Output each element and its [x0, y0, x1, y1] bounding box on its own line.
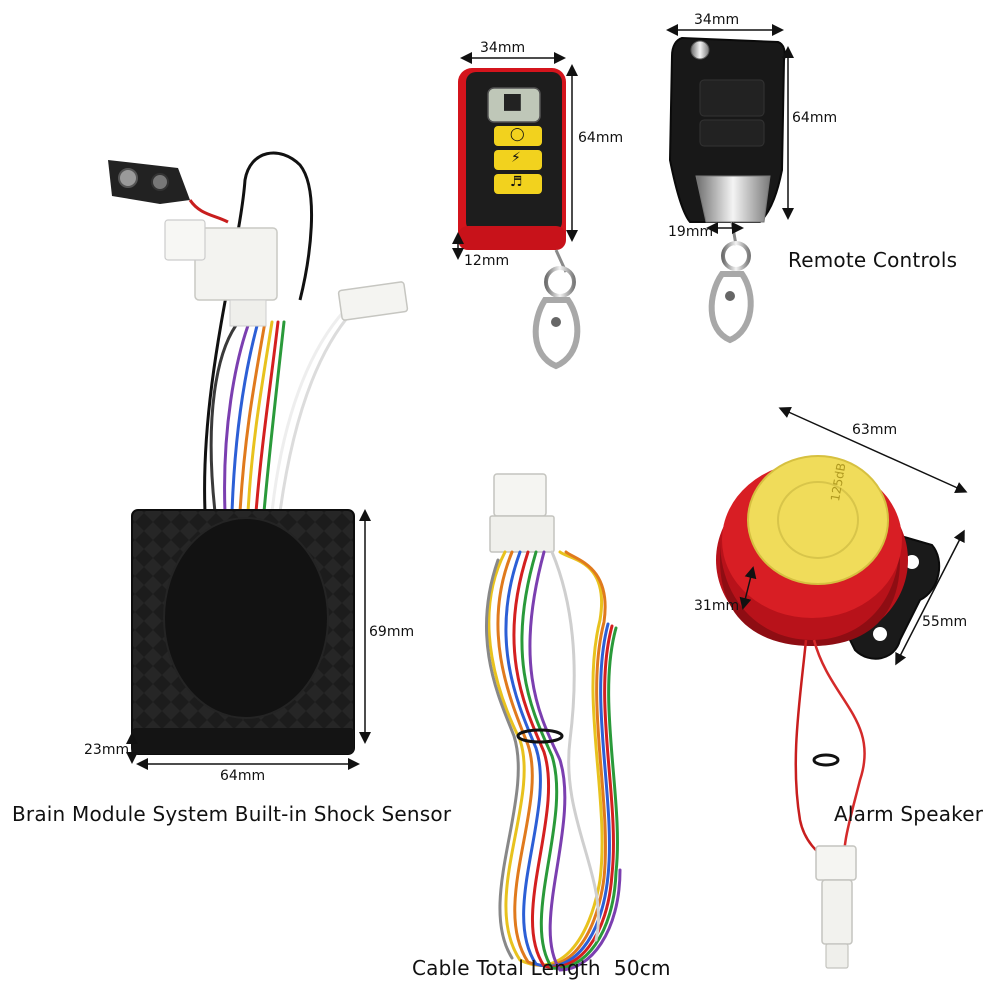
remote1-depth-label: 12mm: [464, 253, 510, 269]
lock-icon: ■: [502, 89, 523, 114]
unlock-icon: ◯: [510, 127, 525, 142]
speaker-depth-label: 31mm: [694, 598, 740, 614]
remote1-width-label: 34mm: [480, 40, 526, 56]
alarm-speaker-caption: Alarm Speaker: [834, 802, 984, 826]
cable-length-caption: Cable Total Length 50cm: [412, 956, 671, 980]
module-depth-label: 23mm: [84, 742, 130, 758]
speaker-width-label: 63mm: [852, 422, 898, 438]
remote-control-1: [452, 52, 581, 370]
module-height-label: 69mm: [369, 624, 415, 640]
remote2-width-label: 34mm: [694, 12, 740, 28]
remote-control-2: [666, 24, 794, 344]
module-width-label: 64mm: [220, 768, 266, 784]
brain-module: [108, 151, 409, 770]
brain-module-caption: Brain Module System Built-in Shock Senso…: [12, 802, 452, 826]
bell-icon: ♬: [510, 174, 523, 190]
cable-harness: [484, 473, 622, 972]
remote2-depth-label: 19mm: [668, 224, 714, 240]
remote1-height-label: 64mm: [578, 130, 624, 146]
remote2-height-label: 64mm: [792, 110, 838, 126]
alarm-speaker: [716, 406, 968, 969]
speaker-height-label: 55mm: [922, 614, 968, 630]
remote-controls-caption: Remote Controls: [788, 248, 958, 272]
lightning-icon: ⚡: [511, 150, 521, 166]
